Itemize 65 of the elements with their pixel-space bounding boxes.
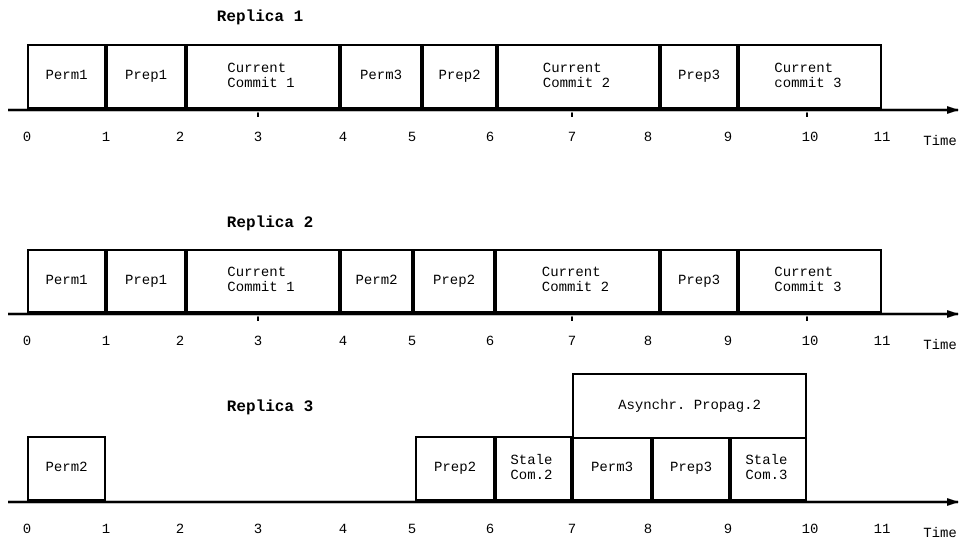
phase-box: Current Commit 1	[186, 249, 340, 313]
axis-label: Time	[923, 134, 957, 150]
tick-label: 2	[176, 522, 184, 538]
tick-label: 1	[102, 334, 110, 350]
phase-box: Prep3	[660, 44, 738, 109]
phase-box: Stale Com.2	[495, 436, 572, 501]
tick-label: 9	[724, 130, 732, 146]
phase-box: Prep1	[106, 249, 186, 313]
phase-box: Perm3	[340, 44, 422, 109]
phase-box: Asynchr. Propag.2	[572, 373, 807, 439]
tick-label: 2	[176, 130, 184, 146]
phase-box: Prep3	[652, 436, 730, 501]
tick-label: 7	[568, 334, 576, 350]
tick-label: 6	[486, 522, 494, 538]
tick-label: 9	[724, 522, 732, 538]
tick-label: 1	[102, 130, 110, 146]
tick-label: 4	[338, 130, 348, 146]
tick-label: 2	[176, 334, 184, 350]
replica-title: Replica 1	[216, 8, 304, 26]
tick-label: 7	[568, 522, 576, 538]
phase-box: Perm3	[572, 436, 652, 501]
tick-label: 5	[408, 130, 416, 146]
phase-box: Prep2	[415, 436, 495, 501]
phase-box: Current Commit 2	[497, 44, 660, 109]
phase-box: Prep2	[422, 44, 497, 109]
tick-label: 4	[338, 522, 348, 538]
tick-label: 7	[568, 130, 576, 146]
phase-box: Perm2	[340, 249, 413, 313]
tick-label: 11	[874, 522, 890, 538]
axis-label: Time	[923, 526, 957, 542]
tick-label: 10	[802, 130, 818, 146]
tick-label: 5	[408, 522, 416, 538]
phase-box: Current Commit 3	[738, 249, 882, 313]
tick-label: 3	[254, 130, 262, 146]
tick-label: 8	[644, 522, 652, 538]
axis-label: Time	[923, 338, 957, 354]
replica-title: Replica 3	[226, 398, 314, 416]
tick-label: 3	[254, 522, 262, 538]
tick-label: 10	[802, 522, 818, 538]
phase-box: Prep3	[660, 249, 738, 313]
tick-label: 11	[874, 334, 890, 350]
tick-label: 3	[254, 334, 262, 350]
tick-label: 0	[22, 334, 32, 350]
replica-title: Replica 2	[226, 214, 314, 232]
phase-box: Current Commit 2	[495, 249, 660, 313]
tick-label: 0	[22, 130, 32, 146]
tick-label: 8	[644, 334, 652, 350]
phase-box: Perm2	[27, 436, 106, 501]
phase-box: Current Commit 1	[186, 44, 340, 109]
phase-box: Perm1	[27, 249, 106, 313]
tick-label: 6	[486, 334, 494, 350]
phase-box: Prep2	[413, 249, 495, 313]
tick-label: 1	[102, 522, 110, 538]
tick-label: 0	[22, 522, 32, 538]
tick-label: 9	[724, 334, 732, 350]
phase-box: Stale Com.3	[730, 436, 807, 501]
tick-label: 4	[338, 334, 348, 350]
tick-label: 8	[644, 130, 652, 146]
tick-label: 6	[486, 130, 494, 146]
phase-box: Current commit 3	[738, 44, 882, 109]
tick-label: 11	[874, 130, 890, 146]
tick-label: 5	[408, 334, 416, 350]
phase-box: Perm1	[27, 44, 106, 109]
tick-label: 10	[802, 334, 818, 350]
phase-box: Prep1	[106, 44, 186, 109]
